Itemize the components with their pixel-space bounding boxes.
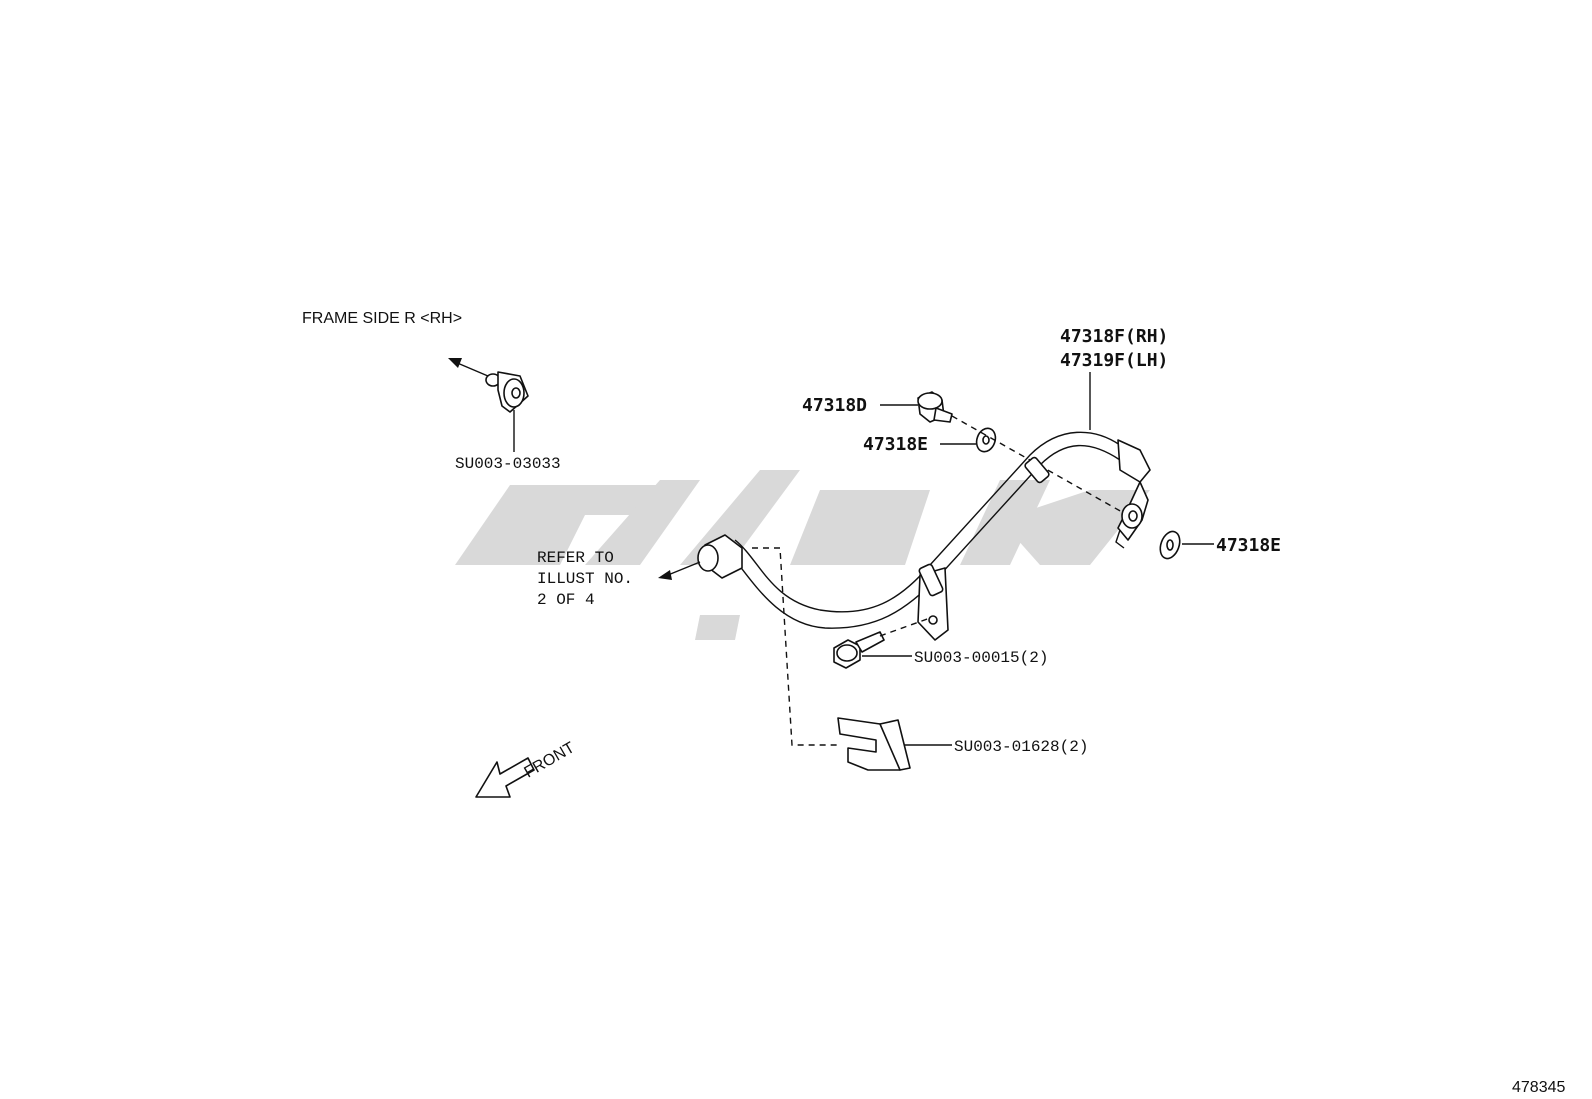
label-su003-03033: SU003-03033 [455,455,561,473]
brake-hose-47318f [697,431,1151,641]
union-bolt-47318d [917,391,953,423]
label-47318d: 47318D [802,395,867,416]
assembly-line-su003-00015 [879,617,931,637]
gasket-47318e-upper [975,427,997,453]
bolt-su003-00015 [833,631,885,669]
label-47318e-upper: 47318E [863,434,928,455]
refer-line-3: 2 OF 4 [537,591,595,609]
frame-side-label: FRAME SIDE R <RH> [302,310,462,327]
refer-line-2: ILLUST NO. [537,570,633,588]
gasket-47318e-right [1159,530,1181,560]
clip-su003-03033 [485,371,529,413]
assembly-line-su003-01628 [752,547,838,746]
refer-line-1: REFER TO [537,549,614,567]
refer-arrow [658,561,701,580]
label-47318e-right: 47318E [1216,535,1281,556]
clip-su003-01628 [837,717,911,771]
illustration-number: 478345 [1512,1079,1565,1096]
label-su003-00015: SU003-00015(2) [914,649,1048,667]
label-hose-lh: 47319F(LH) [1060,350,1168,371]
label-su003-01628: SU003-01628(2) [954,738,1088,756]
label-hose-rh: 47318F(RH) [1060,326,1168,347]
front-arrow-icon [475,757,535,798]
watermark-logo [455,470,1150,640]
